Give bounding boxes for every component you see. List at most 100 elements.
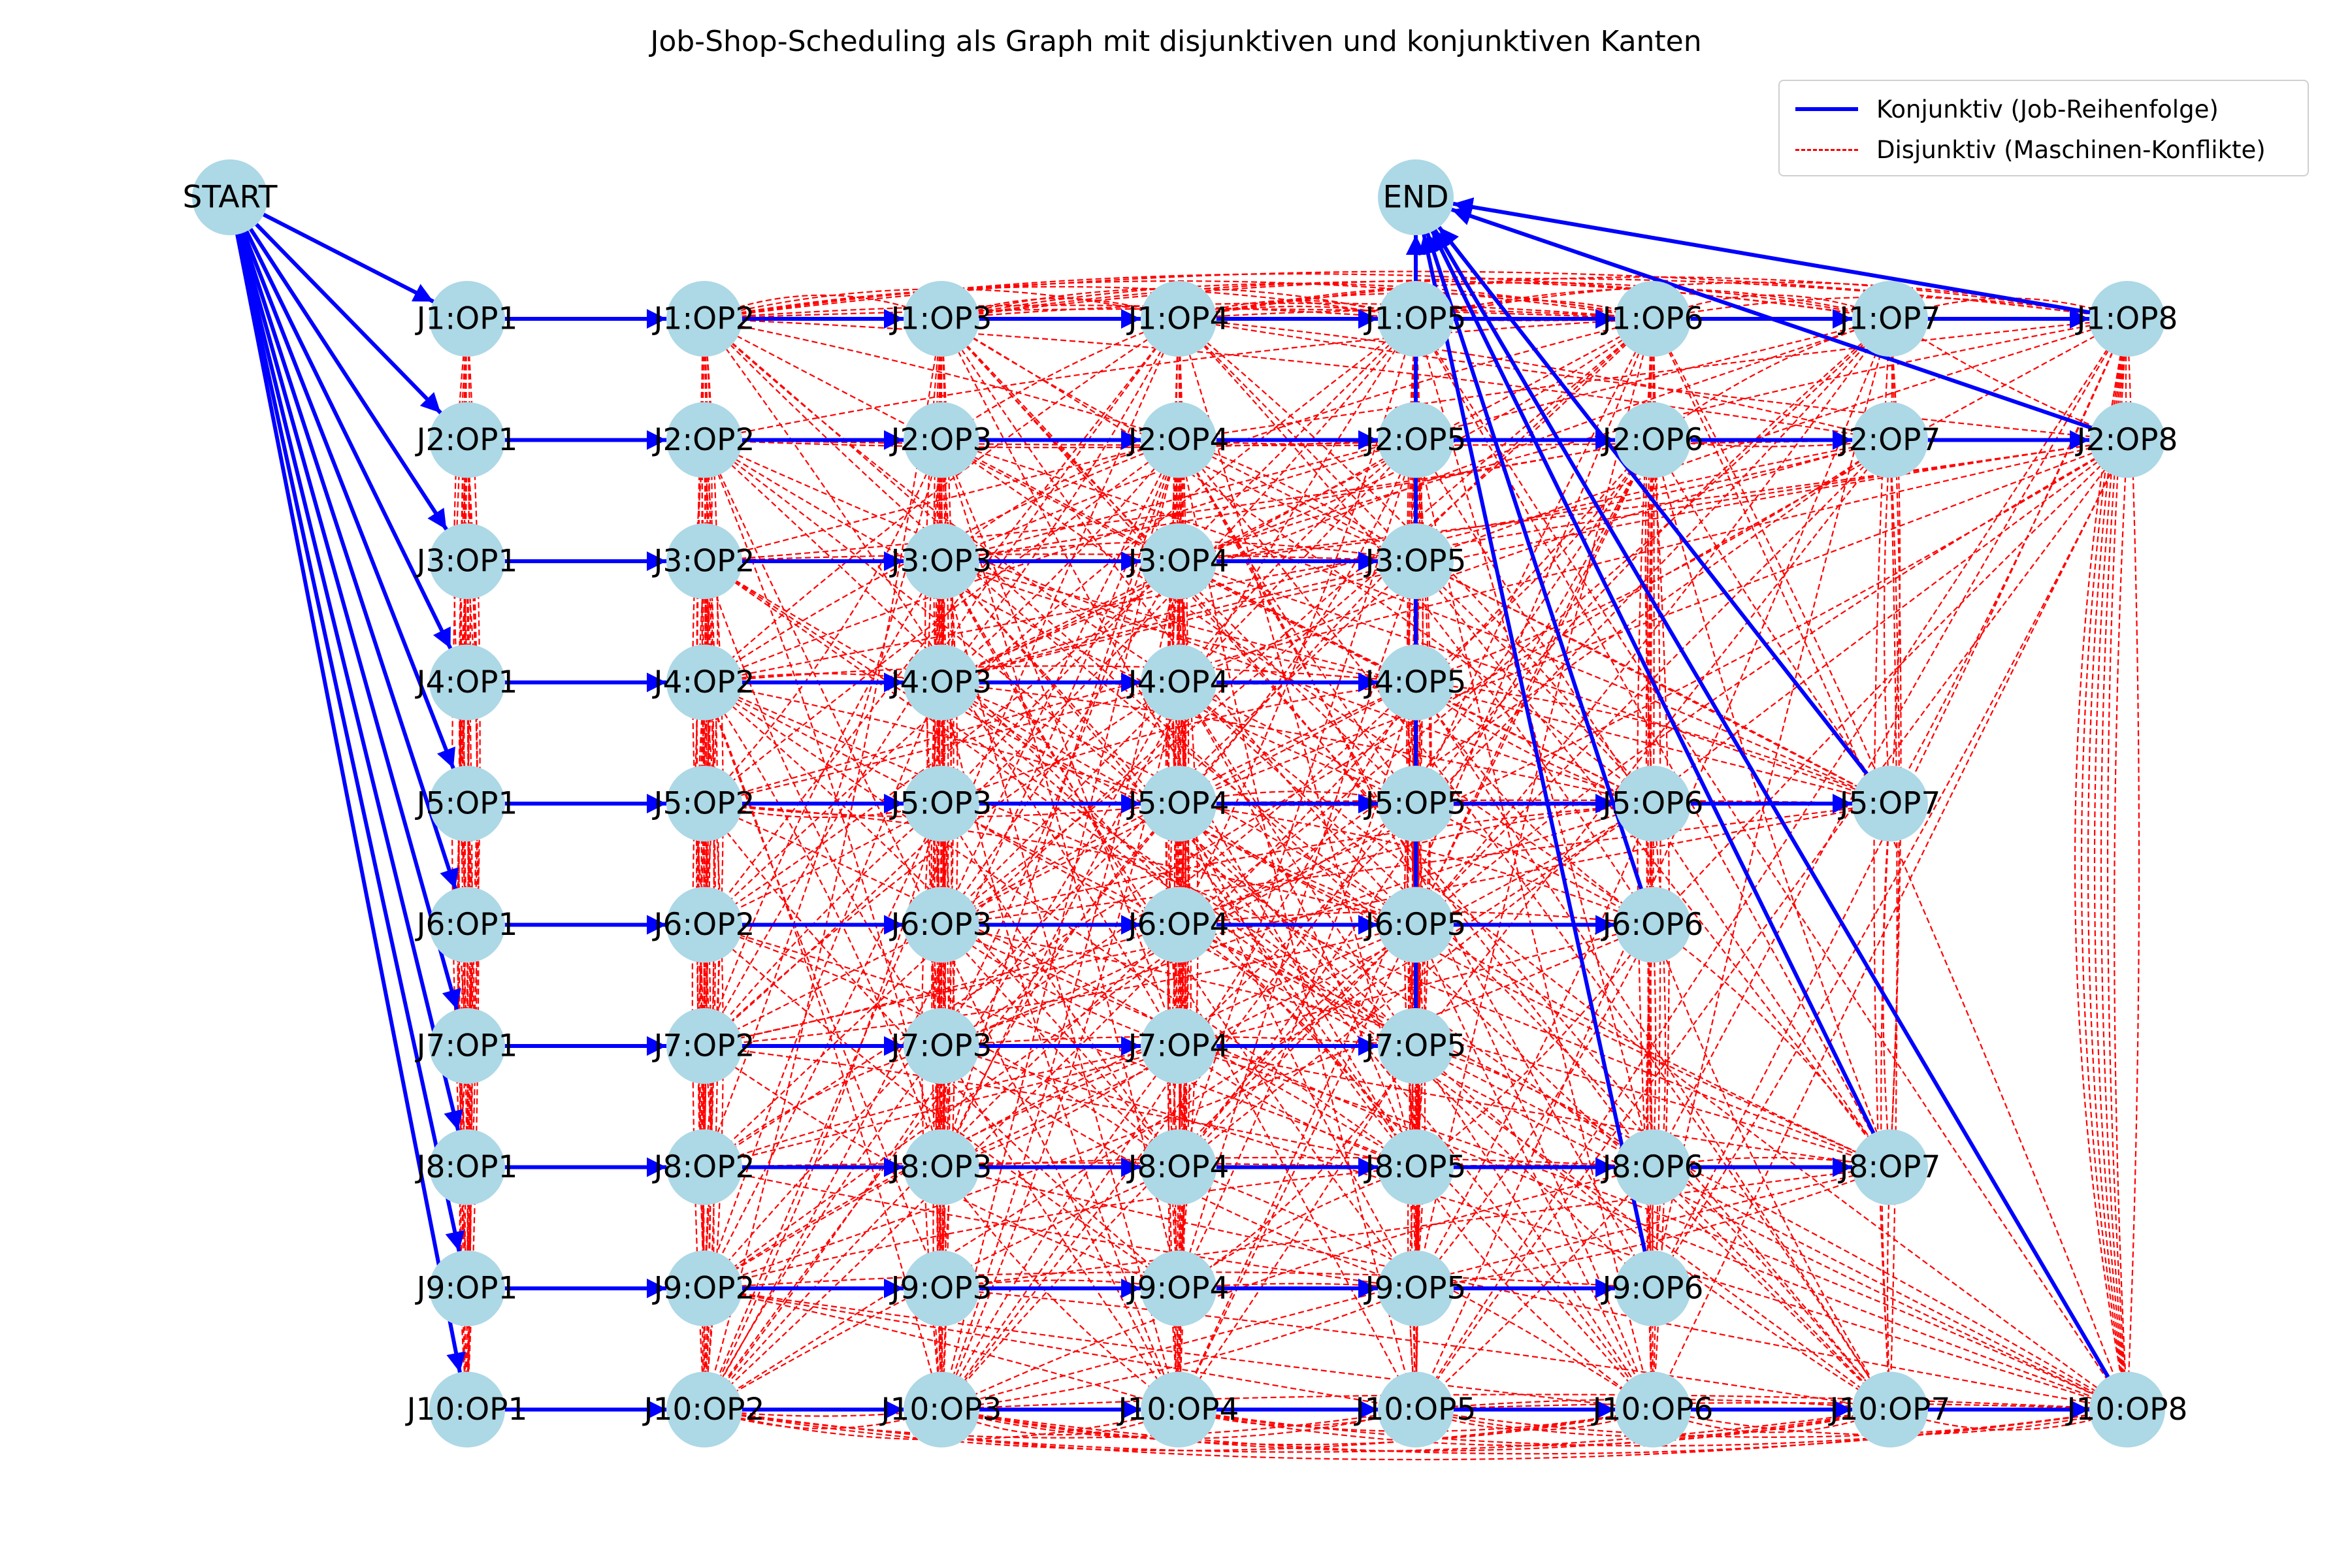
disjunctive-edge	[704, 802, 1179, 818]
disjunctive-edge	[1415, 318, 1891, 804]
node-job-3-op-2-circle	[666, 523, 742, 599]
disjunctive-edge	[704, 439, 1891, 1289]
disjunctive-edge	[704, 681, 1416, 1047]
node-job-3-op-5-label: J3:OP5	[1364, 544, 1467, 580]
disjunctive-edge	[1646, 924, 1654, 1289]
node-job-2-op-6-circle	[1615, 402, 1691, 478]
node-job-10-op-2-circle	[666, 1371, 742, 1448]
node-job-1-op-3: J1:OP3	[889, 281, 992, 357]
node-job-10-op-7-circle	[1852, 1371, 1928, 1448]
disjunctive-edge	[941, 1394, 2128, 1411]
disjunctive-edge	[704, 1287, 1416, 1411]
conjunctive-edge	[1418, 234, 1655, 1289]
disjunctive-edge	[1178, 439, 2128, 805]
node-job-2-op-6: J2:OP6	[1601, 402, 1703, 478]
node-job-4-op-2-label: J4:OP2	[652, 664, 755, 700]
disjunctive-edge	[1178, 318, 2128, 441]
disjunctive-edge	[1178, 560, 1891, 805]
node-job-10-op-7: J10:OP7	[1828, 1371, 1950, 1448]
disjunctive-edge	[941, 561, 1416, 1168]
node-job-6-op-5-circle	[1378, 887, 1454, 963]
disjunctive-edge	[941, 318, 1654, 563]
disjunctive-edge	[941, 681, 1654, 805]
disjunctive-edge	[459, 561, 468, 925]
disjunctive-edge	[704, 286, 1416, 320]
node-job-5-op-4: J5:OP4	[1126, 766, 1229, 841]
node-job-2-op-8: J2:OP8	[2075, 402, 2178, 478]
end-node: END	[1378, 159, 1454, 235]
disjunctive-edge	[704, 318, 1416, 1047]
node-job-5-op-3-circle	[904, 766, 979, 841]
node-job-4-op-2: J4:OP2	[652, 644, 755, 721]
node-job-9-op-5-label: J9:OP5	[1364, 1271, 1467, 1307]
disjunctive-edge	[704, 318, 1179, 683]
node-job-1-op-4-label: J1:OP4	[1126, 301, 1230, 337]
disjunctive-edge	[704, 318, 1654, 1168]
node-job-2-op-2-circle	[666, 402, 742, 478]
legend: Konjunktiv (Job-Reihenfolge) Disjunktiv …	[1778, 80, 2309, 176]
node-job-5-op-7: J5:OP7	[1838, 766, 1940, 841]
disjunctive-edge	[1415, 1045, 1891, 1411]
node-job-2-op-7: J2:OP7	[1838, 402, 1940, 478]
conjunctive-edge	[228, 197, 465, 1252]
node-job-1-op-6-circle	[1615, 281, 1691, 357]
disjunctive-edge	[1414, 924, 1426, 1289]
disjunctive-edge	[1415, 1398, 1891, 1411]
node-job-10-op-1-circle	[429, 1371, 505, 1448]
node-job-6-op-4-circle	[1141, 887, 1217, 963]
legend-label-disjunctive: Disjunktiv (Maschinen-Konflikte)	[1876, 135, 2266, 164]
node-job-3-op-2: J3:OP2	[652, 523, 755, 599]
disjunctive-edge	[936, 682, 943, 1047]
disjunctive-edge	[704, 665, 1416, 683]
node-job-6-op-1: J6:OP1	[415, 887, 517, 963]
disjunctive-edge	[1177, 803, 1416, 1289]
conjunctive-edge	[1452, 197, 2128, 321]
disjunctive-edge	[941, 439, 1654, 1411]
legend-swatch-conjunctive	[1795, 107, 1858, 111]
disjunctive-edge	[703, 440, 715, 1289]
disjunctive-edge	[1415, 561, 1891, 1168]
disjunctive-edge	[704, 439, 1416, 805]
disjunctive-edge	[1415, 318, 2128, 1411]
node-job-1-op-1-circle	[429, 281, 505, 357]
disjunctive-edge	[1652, 440, 1891, 1168]
disjunctive-edge	[1889, 318, 1901, 804]
node-job-3-op-1-label: J3:OP1	[415, 544, 518, 580]
node-job-6-op-6-label: J6:OP6	[1601, 907, 1704, 943]
node-job-8-op-2-circle	[666, 1129, 742, 1205]
node-job-5-op-4-circle	[1141, 766, 1217, 841]
node-job-2-op-4-label: J2:OP4	[1126, 422, 1230, 458]
disjunctive-edge	[1882, 803, 1891, 1168]
node-job-4-op-1-circle	[429, 644, 505, 721]
node-job-1-op-5-circle	[1378, 281, 1454, 357]
disjunctive-edge	[1652, 439, 1891, 804]
node-job-2-op-1-circle	[429, 402, 505, 478]
disjunctive-edge	[704, 439, 1179, 804]
node-job-9-op-1-circle	[429, 1250, 505, 1326]
node-job-1-op-3-label: J1:OP3	[889, 301, 992, 337]
node-job-9-op-3-label: J9:OP3	[889, 1271, 992, 1307]
disjunctive-edge	[1178, 318, 2128, 441]
node-job-9-op-1-label: J9:OP1	[415, 1271, 518, 1307]
node-job-10-op-4-circle	[1141, 1371, 1217, 1448]
disjunctive-edge	[704, 1409, 1891, 1453]
disjunctive-edge	[1177, 924, 1188, 1289]
disjunctive-edge	[1178, 911, 1654, 926]
conjunctive-edge	[228, 195, 442, 415]
node-job-7-op-1: J7:OP1	[415, 1008, 517, 1084]
node-job-2-op-3-label: J2:OP3	[889, 422, 992, 458]
legend-label-conjunctive: Konjunktiv (Job-Reihenfolge)	[1876, 95, 2219, 123]
node-job-6-op-6: J6:OP6	[1601, 887, 1704, 963]
disjunctive-edge	[1647, 803, 1654, 1168]
node-job-10-op-5: J10:OP5	[1354, 1371, 1476, 1448]
disjunctive-edge	[1652, 924, 1891, 1411]
node-job-10-op-3: J10:OP3	[879, 1371, 1002, 1448]
node-job-7-op-5-label: J7:OP5	[1364, 1028, 1467, 1064]
node-job-6-op-5: J6:OP5	[1364, 887, 1466, 963]
disjunctive-edge	[1873, 318, 1891, 1410]
disjunctive-edge	[1652, 1166, 1891, 1411]
node-job-8-op-1: J8:OP1	[415, 1129, 517, 1205]
node-job-2-op-4: J2:OP4	[1126, 402, 1230, 478]
disjunctive-edge	[1178, 1409, 1891, 1446]
